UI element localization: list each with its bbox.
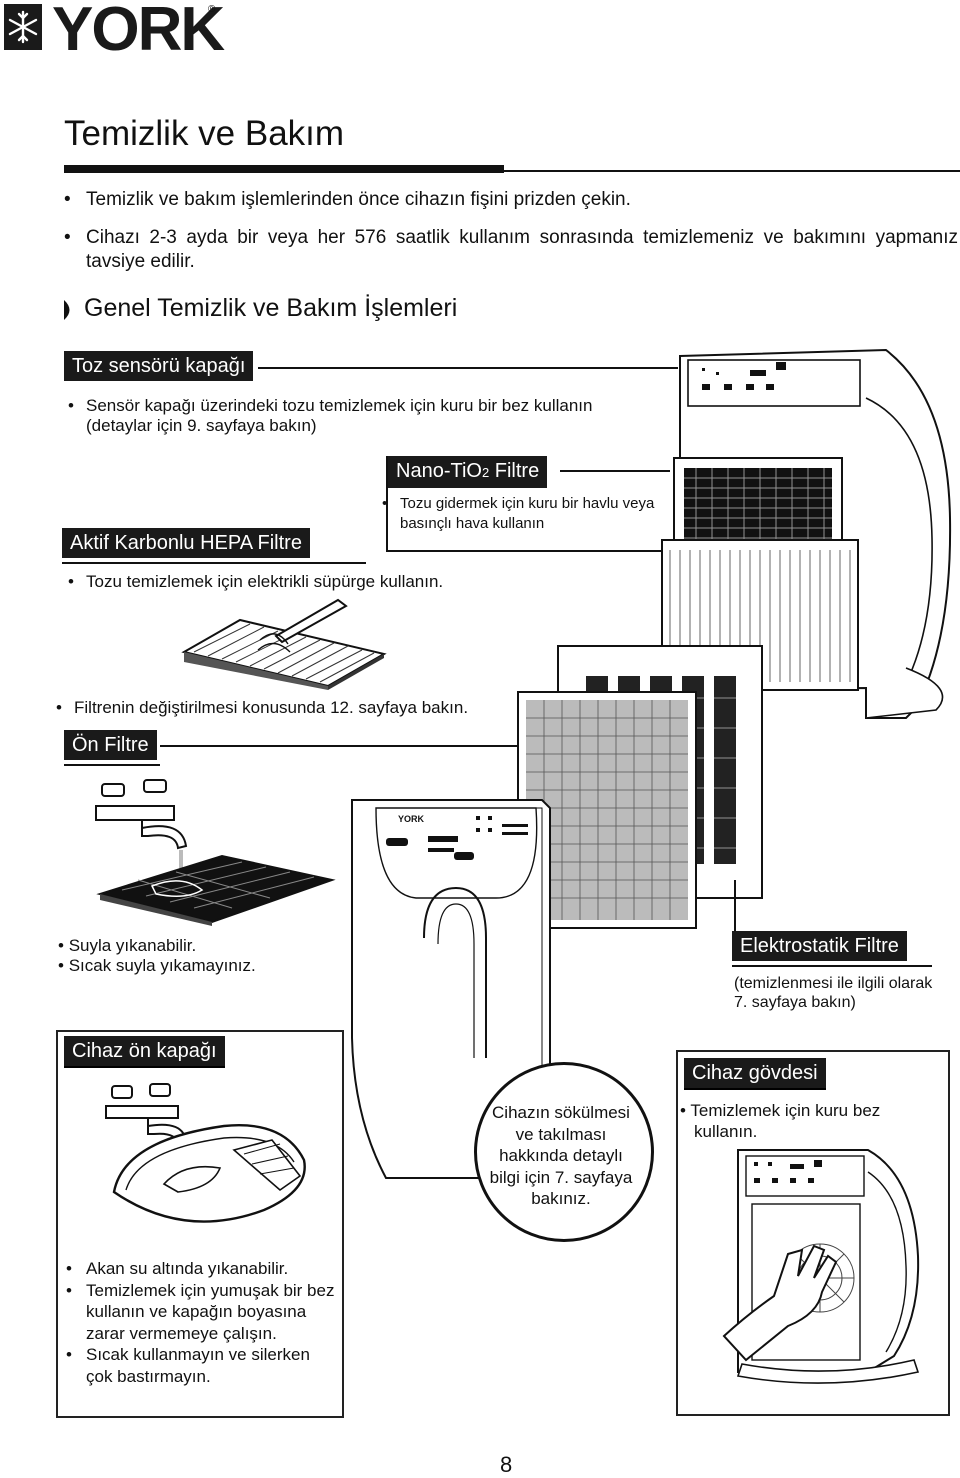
pre-filter-washing-illustration (95, 779, 336, 926)
disassembly-note-text: Cihazın sökülmesi ve takılması hakkında … (489, 1103, 633, 1208)
intro-bullet-2: Cihazı 2-3 ayda bir veya her 576 saatlik… (64, 226, 958, 274)
front-cover-bullet-3-text: Sıcak kullanmayın ve silerken çok bastır… (86, 1345, 310, 1386)
front-cover-bullet-1: •Akan su altında yıkanabilir. (66, 1259, 289, 1278)
label-dust-sensor-cover: Toz sensörü kapağı (64, 351, 254, 381)
front-cover-bullet-3: •Sıcak kullanmayın ve silerken çok bastı… (66, 1345, 310, 1386)
front-cover-panel (56, 1030, 344, 1418)
label-front-cover: Cihaz ön kapağı (64, 1036, 225, 1068)
nano-filter-text: Tozu gidermek için kuru bir havlu veya b… (382, 494, 670, 534)
body-unit-panel (676, 1050, 950, 1416)
intro-bullet-1: Temizlik ve bakım işlemlerinden önce cih… (64, 188, 956, 212)
electrostatic-underline (732, 965, 932, 967)
front-cover-bullets: •Akan su altında yıkanabilir. •Temizleme… (66, 1258, 336, 1387)
title-underline-bold (64, 165, 504, 173)
hepa-filter-text: Tozu temizlemek için elektrikli süpürge … (68, 572, 506, 592)
front-cover-bullet-1-text: Akan su altında yıkanabilir. (86, 1259, 289, 1278)
electrostatic-filter-text: (temizlenmesi ile ilgili olarak 7. sayfa… (734, 975, 933, 1011)
filter-change-text: Filtrenin değiştirilmesi konusunda 12. s… (56, 698, 524, 718)
pre-filter-underline (64, 764, 160, 766)
front-cover-washing-illustration (105, 1083, 306, 1223)
front-cover-bullet-2: •Temizlemek için yumuşak bir bez kullanı… (66, 1280, 335, 1343)
front-cover-bullet-2-text: Temizlemek için yumuşak bir bez kullanın… (86, 1280, 335, 1343)
nano-frame-bottom (386, 550, 664, 552)
label-nano-filter: Nano-TiO2 Filtre (388, 456, 548, 488)
body-unit-wiping-illustration (722, 1149, 920, 1384)
body-unit-text: • Temizlemek için kuru bez kullanın. (680, 1101, 881, 1141)
title-underline (64, 170, 960, 172)
dust-sensor-text: Sensör kapağı üzerindeki tozu temizlemek… (68, 396, 596, 436)
hepa-underline (62, 562, 366, 564)
vacuum-hepa-illustration (181, 598, 387, 690)
pre-filter-bullet-2: • Sıcak suyla yıkamayınız. (58, 956, 256, 975)
label-hepa-filter: Aktif Karbonlu HEPA Filtre (62, 528, 310, 558)
page-number: 8 (500, 1452, 513, 1477)
leader-line-dust-sensor (258, 367, 678, 369)
nano-label-main: Nano-TiO (396, 460, 482, 482)
section-marker-icon (64, 300, 70, 320)
nano-label-sub: 2 (481, 465, 490, 480)
body-unit-text-value: Temizlemek için kuru bez kullanın. (690, 1101, 881, 1141)
nano-label-tail: Filtre (489, 460, 540, 482)
brand-logo: YORK (52, 0, 225, 64)
section-title: Genel Temizlik ve Bakım İşlemleri (84, 294, 458, 322)
disassembly-note-circle (474, 1062, 654, 1242)
device-front-logo: YORK (398, 814, 425, 824)
air-purifier-exploded-illustration: YORK (351, 348, 952, 1179)
snowflake-icon (4, 4, 42, 50)
registered-mark: ® (208, 4, 216, 15)
page-title: Temizlik ve Bakım (64, 114, 345, 153)
label-body-unit: Cihaz gövdesi (684, 1058, 826, 1090)
label-pre-filter: Ön Filtre (64, 730, 157, 760)
pre-filter-bullet-2-text: Sıcak suyla yıkamayınız. (68, 956, 256, 975)
leader-line-pre-filter (160, 745, 524, 747)
leader-line-nano (560, 470, 670, 472)
label-electrostatic-filter: Elektrostatik Filtre (732, 931, 907, 961)
leader-line-electrostatic (734, 880, 736, 932)
pre-filter-bullet-1-text: Suyla yıkanabilir. (68, 936, 197, 955)
pre-filter-bullet-1: • Suyla yıkanabilir. (58, 936, 197, 955)
